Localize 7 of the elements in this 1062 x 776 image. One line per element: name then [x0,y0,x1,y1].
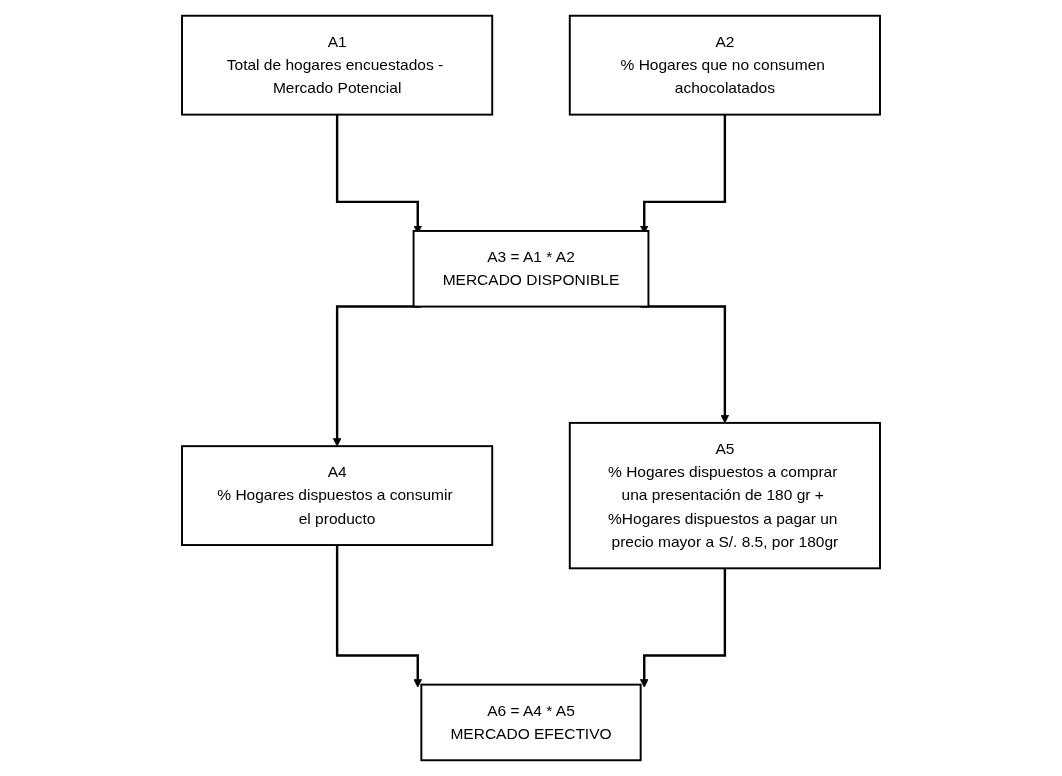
node-box: A3 = A1 * A2 MERCADO DISPONIBLE [412,230,650,308]
node-box: A6 = A4 * A5 MERCADO EFECTIVO [420,683,642,762]
node-box: A2 % Hogares que no consumen achocolatados [568,14,881,116]
node-box: A4 % Hogares dispuestos a consumir el producto [181,445,494,546]
node-box: A1 Total de hogares encuestados - Mercado Potencial [181,14,494,116]
arrow [640,567,727,688]
node-box: A5 % Hogares dispuestos a comprar una presentación de 180 gr + %Hogares dispuestos a pagar un precio mayor a S/. 8.5, por 180gr [568,421,881,570]
